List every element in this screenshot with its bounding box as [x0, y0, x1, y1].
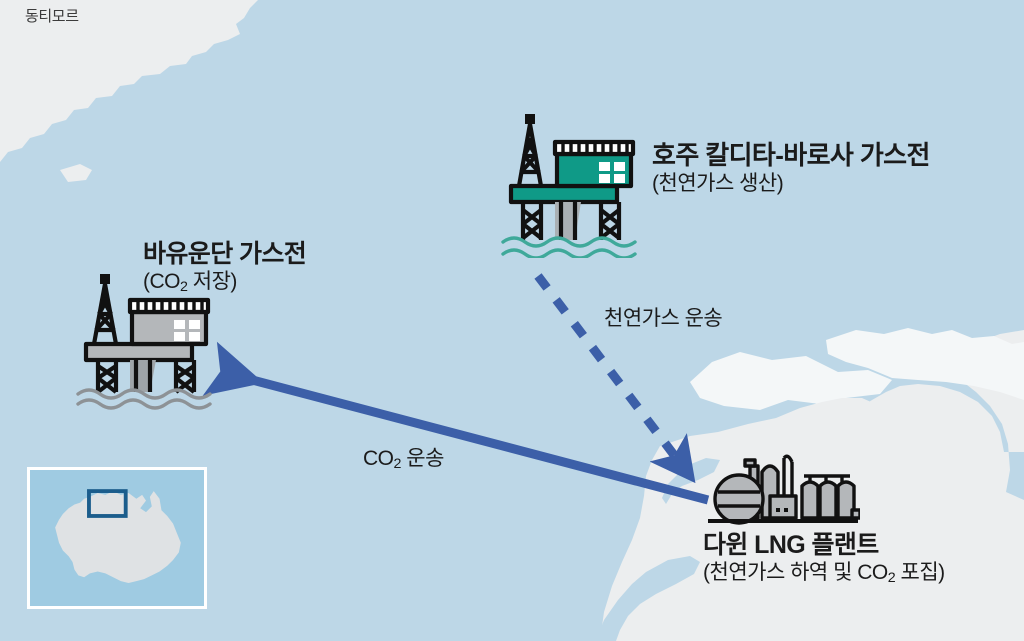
flow-label-text-pre: CO: [363, 447, 394, 470]
offshore-platform-icon: [72, 266, 218, 410]
flow-label-text-post: 운송: [400, 447, 444, 470]
subscript-two: 2: [180, 278, 188, 295]
flow-label-gas-transport: 천연가스 운송: [604, 307, 723, 330]
inset-highlight-box: [87, 489, 128, 518]
subscript-two: 2: [887, 569, 896, 586]
landmass-east-timor: [0, 0, 258, 162]
inset-locator-map: [27, 467, 207, 609]
subscript-two: 2: [393, 455, 402, 472]
site-title-darwin: 다윈 LNG 플랜트: [703, 531, 879, 559]
site-subtitle-bayu-undan: (CO2 저장): [143, 270, 306, 295]
site-label-bayu-undan: 바유운단 가스전 (CO2 저장): [143, 240, 307, 295]
landmass-islet-a: [60, 164, 92, 182]
site-label-barossa: 호주 칼디타-바로사 가스전 (천연가스 생산): [652, 140, 930, 196]
inset-australia-land: [55, 491, 181, 584]
subtitle-text-post: 저장): [187, 270, 238, 293]
subtitle-text-pre: (CO: [143, 270, 181, 293]
site-title-barossa: 호주 칼디타-바로사 가스전: [652, 140, 930, 170]
subtitle-text-pre: (천연가스 하역 및 CO: [703, 561, 888, 584]
flow-line-co2-transport: [202, 341, 710, 505]
offshore-platform-icon: [497, 106, 643, 260]
australia-outline: [30, 470, 204, 606]
flow-line-gas-transport: [534, 273, 696, 484]
water-inlet-darwin: [596, 556, 700, 641]
subtitle-text-post: 포집): [895, 561, 946, 584]
landmass-cobourg-peninsula: [826, 328, 1024, 400]
landmass-tiwi-islands: [690, 352, 892, 410]
site-title-bayu-undan: 바유운단 가스전: [143, 240, 307, 268]
flow-label-co2-transport: CO2 운송: [363, 442, 444, 472]
region-label-east-timor: 동티모르: [25, 8, 79, 25]
lng-plant-icon: [704, 452, 862, 530]
site-subtitle-darwin: (천연가스 하역 및 CO2 포집): [703, 561, 946, 586]
site-subtitle-barossa: (천연가스 생산): [652, 172, 784, 196]
site-label-darwin: 다윈 LNG 플랜트 (천연가스 하역 및 CO2 포집): [703, 531, 946, 586]
